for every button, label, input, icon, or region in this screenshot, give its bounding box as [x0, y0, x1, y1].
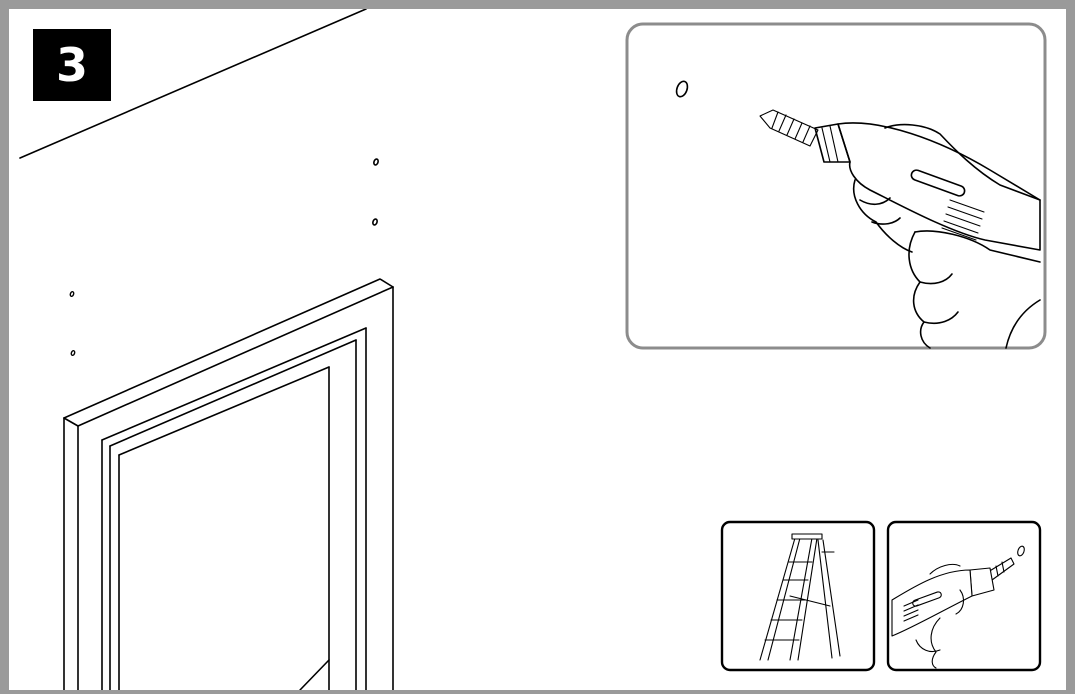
detail-panel	[627, 24, 1045, 348]
mirror-frame-drawing	[64, 279, 393, 690]
pilot-hole	[70, 291, 75, 297]
pilot-hole	[372, 218, 378, 225]
pilot-hole	[71, 350, 76, 356]
pilot-hole	[373, 158, 379, 165]
pilot-holes	[70, 158, 379, 355]
ceiling-edge-line	[20, 9, 366, 158]
